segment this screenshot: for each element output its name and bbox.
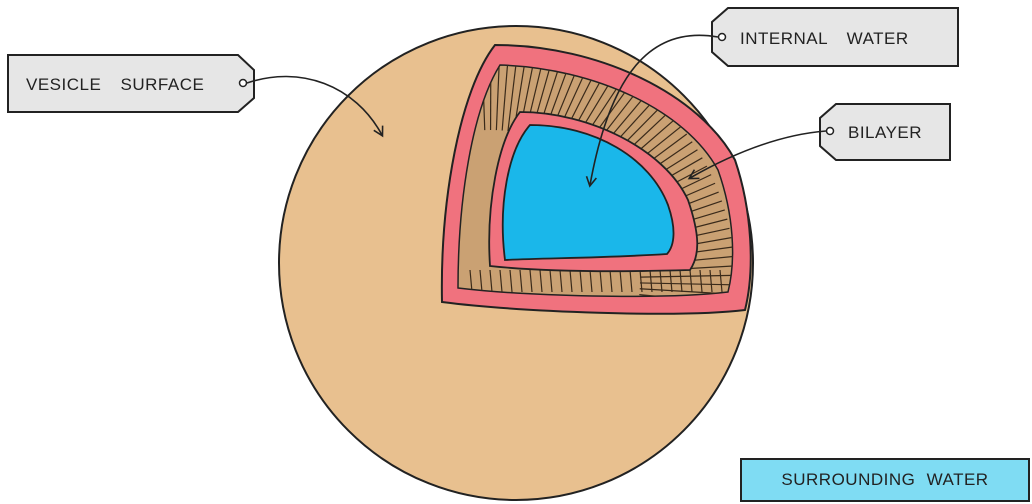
tag-pin-icon xyxy=(827,128,834,135)
tag-internal-water: INTERNAL WATER xyxy=(712,8,958,66)
tag-pin-icon xyxy=(240,80,247,87)
label-internal-water: INTERNAL WATER xyxy=(740,29,909,48)
label-vesicle-surface: VESICLE SURFACE xyxy=(26,75,204,94)
legend-label-surrounding-water: SURROUNDING WATER xyxy=(781,470,988,490)
tag-vesicle-surface: VESICLE SURFACE xyxy=(8,55,254,112)
legend-surrounding-water: SURROUNDING WATER xyxy=(740,458,1030,502)
tag-pin-icon xyxy=(719,34,726,41)
tag-bilayer: BILAYER xyxy=(820,104,950,160)
label-bilayer: BILAYER xyxy=(848,123,922,142)
